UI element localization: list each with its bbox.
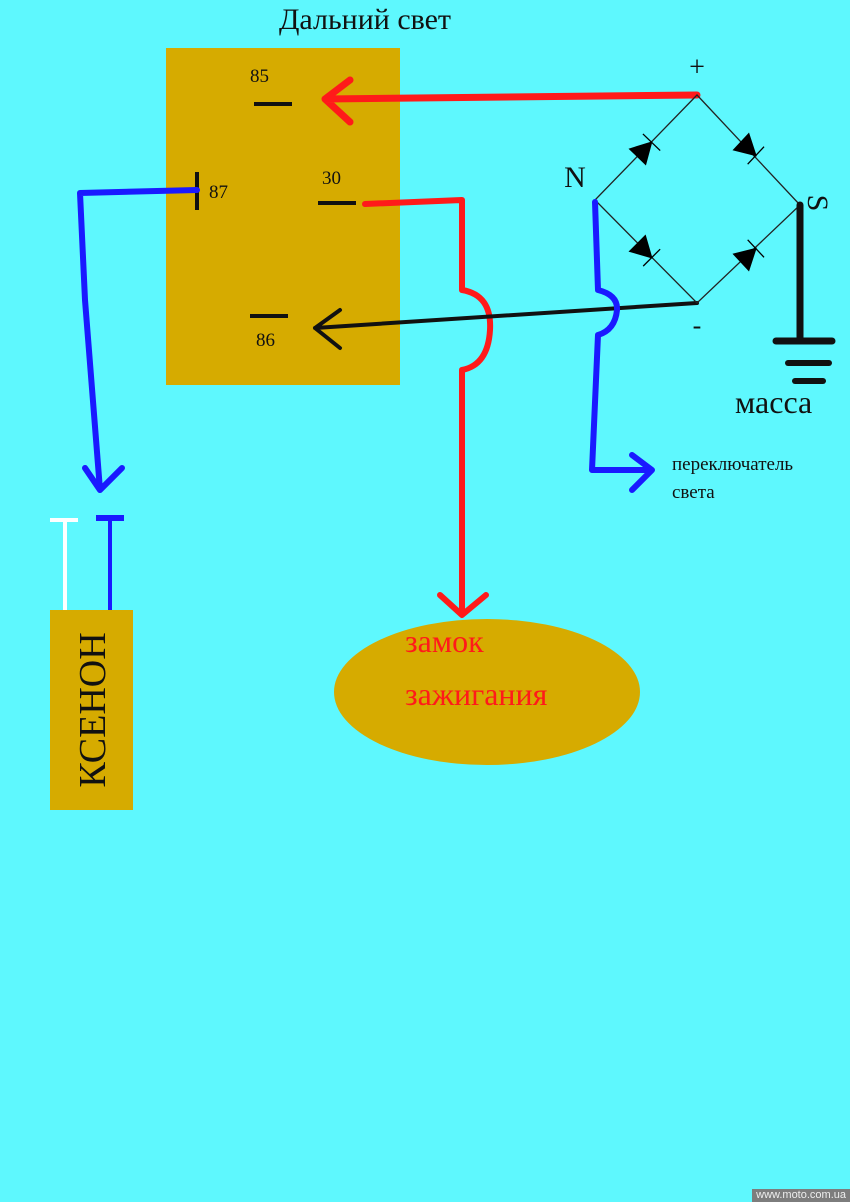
ignition-label-1: замок <box>405 623 484 659</box>
wire-30-to-ignition <box>362 197 494 618</box>
diode-icon <box>732 132 765 165</box>
xenon-box <box>50 610 133 810</box>
pin-85-label: 85 <box>250 66 269 87</box>
switch-label-1: переключатель <box>672 454 793 475</box>
diode-icon <box>628 133 661 166</box>
watermark: www.moto.com.ua <box>752 1189 850 1202</box>
switch-label-2: света <box>672 482 715 503</box>
wire-87-to-xenon <box>77 187 200 493</box>
wire-plus-to-85 <box>321 76 701 126</box>
ground-label: масса <box>735 384 812 420</box>
bridge-plus-label: + <box>689 52 705 83</box>
pin-87-label: 87 <box>209 182 228 203</box>
diode-icon <box>628 234 661 267</box>
wire-minus-to-86 <box>313 301 699 350</box>
diagram-title: Дальний свет <box>279 3 451 36</box>
pin-86-label: 86 <box>256 330 275 351</box>
ignition-label-2: зажигания <box>405 676 548 712</box>
ignition-ellipse <box>334 619 640 765</box>
pin-30-label: 30 <box>322 168 341 189</box>
diode-bridge <box>594 94 801 304</box>
bridge-n-label: N <box>564 161 586 194</box>
diode-icon <box>732 239 765 272</box>
xenon-label: КСЕНОН <box>72 632 114 787</box>
wire-n-to-switch <box>589 199 655 493</box>
ground-icon <box>772 201 836 384</box>
bridge-s-label: S <box>801 195 834 212</box>
bridge-minus-label: - <box>693 311 702 340</box>
